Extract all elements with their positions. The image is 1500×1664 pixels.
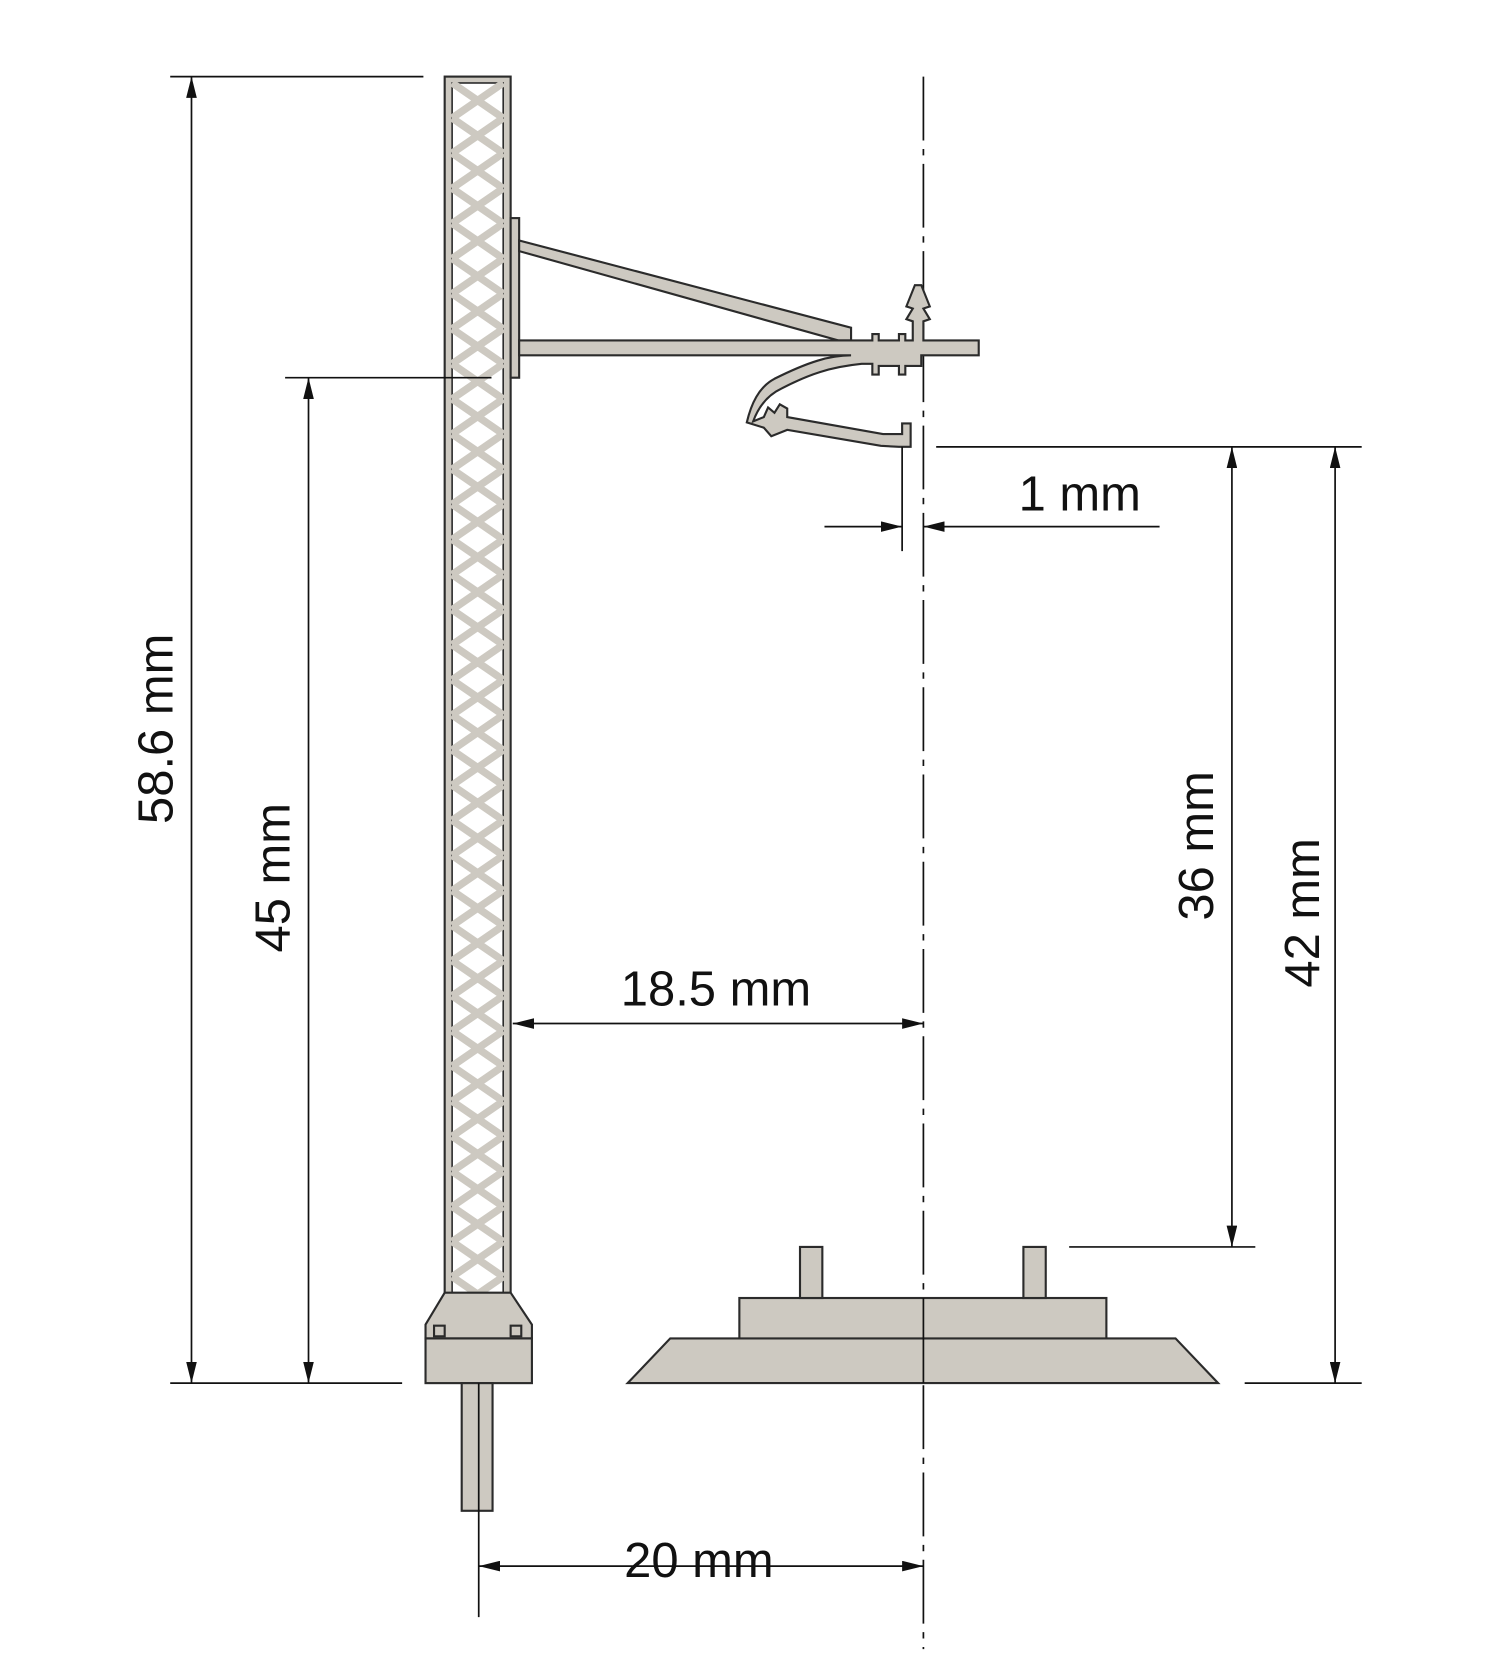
- lattice-brace: [450, 1133, 506, 1175]
- lattice-brace: [450, 290, 506, 332]
- lattice-brace: [450, 220, 506, 262]
- lattice-mast: [424, 75, 533, 1512]
- lattice-brace: [450, 641, 506, 683]
- lattice-brace: [450, 676, 506, 719]
- lattice-brace: [450, 466, 506, 508]
- label-wire-height-base: 42 mm: [1276, 838, 1330, 988]
- lattice-brace: [450, 1027, 506, 1070]
- lattice-brace: [450, 150, 506, 192]
- lattice-brace: [450, 360, 506, 403]
- lattice-brace: [450, 711, 506, 754]
- lattice-brace: [450, 255, 506, 297]
- dimension-arm-height: 45 mm: [246, 376, 492, 1384]
- horizontal-arm: [518, 284, 980, 448]
- lattice-brace: [450, 325, 506, 367]
- lattice-brace: [450, 79, 506, 122]
- dimension-mast-to-center: 18.5 mm: [512, 962, 924, 1029]
- mast-pin: [460, 1382, 494, 1512]
- diagonal-strut: [518, 239, 853, 342]
- dimension-overall-height: 58.6 mm: [129, 75, 424, 1384]
- label-arm-height: 45 mm: [246, 803, 300, 953]
- rail-right: [1022, 1245, 1047, 1300]
- dimension-wire-offset: 1 mm: [824, 446, 1160, 552]
- label-overall-height: 58.6 mm: [129, 634, 183, 824]
- lattice-brace: [450, 887, 506, 929]
- lattice-brace: [450, 395, 506, 438]
- lattice-brace: [450, 1062, 506, 1105]
- lattice-brace: [450, 957, 506, 999]
- lattice-brace: [450, 571, 506, 613]
- lattice-brace: [450, 536, 506, 578]
- lattice-brace: [450, 1168, 506, 1210]
- label-mast-to-center: 18.5 mm: [621, 962, 811, 1016]
- dimension-wire-height-base: 42 mm: [1244, 446, 1362, 1384]
- mast-base: [424, 1337, 533, 1385]
- label-wire-offset: 1 mm: [1019, 468, 1141, 522]
- dimension-wire-height-rail: 36 mm: [936, 446, 1362, 1248]
- lattice-brace: [450, 1203, 506, 1245]
- lattice-brace: [450, 782, 506, 824]
- cantilever: [509, 217, 980, 448]
- lattice-brace: [450, 501, 506, 543]
- dimension-foundation-to-center: 20 mm: [477, 1383, 924, 1618]
- lattice-brace: [450, 992, 506, 1035]
- lattice-brace: [450, 115, 506, 157]
- lattice-brace: [450, 185, 506, 227]
- label-wire-height-rail: 36 mm: [1170, 771, 1224, 921]
- label-foundation-to-center: 20 mm: [624, 1534, 774, 1588]
- track: [625, 1245, 1221, 1385]
- rail-left: [798, 1245, 824, 1300]
- lattice-brace: [450, 606, 506, 648]
- lattice-brace: [450, 1238, 506, 1280]
- lattice-brace: [450, 817, 506, 859]
- lattice-brace: [450, 747, 506, 789]
- lattice-brace: [450, 852, 506, 894]
- lattice-brace: [450, 431, 506, 473]
- lattice-brace: [450, 1098, 506, 1140]
- lattice-brace: [450, 922, 506, 964]
